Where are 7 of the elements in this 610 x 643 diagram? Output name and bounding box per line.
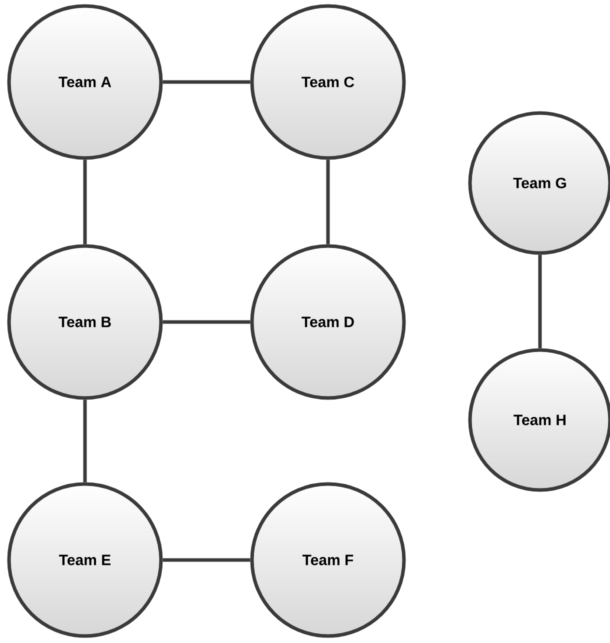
connector-line	[83, 160, 87, 244]
connector-line	[162, 558, 250, 562]
connector-line	[83, 400, 87, 482]
connector-line	[162, 80, 250, 84]
connector-line	[538, 254, 542, 348]
connector-line	[162, 320, 250, 324]
connector-line	[326, 160, 330, 244]
